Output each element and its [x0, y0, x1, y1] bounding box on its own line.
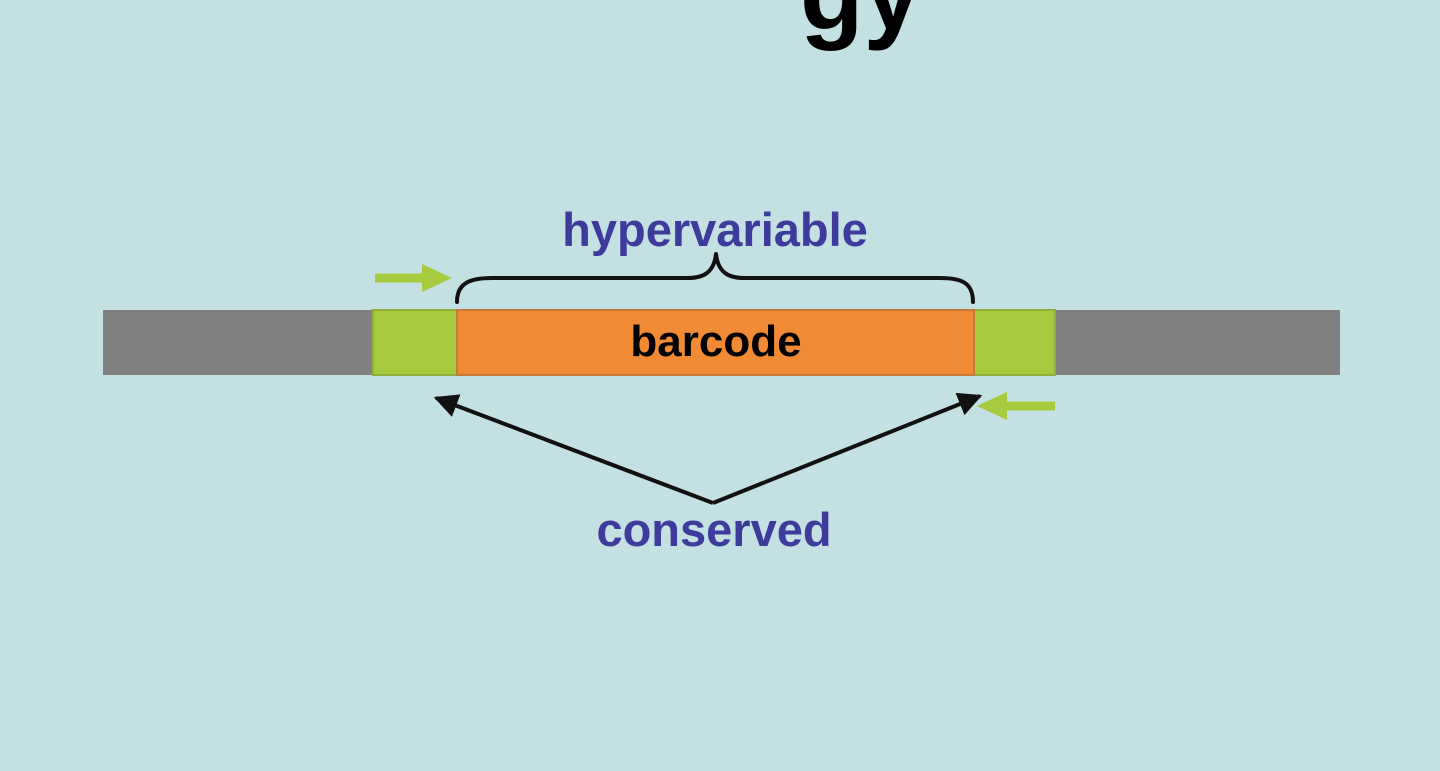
slide-title-fragment: gy — [800, 0, 921, 46]
conserved-left-region — [372, 309, 459, 376]
barcode-label: barcode — [630, 317, 802, 366]
flank-left-region — [103, 310, 375, 375]
conserved-pointer-right — [712, 392, 983, 505]
hypervariable-label: hypervariable — [562, 203, 868, 256]
flank-right-region — [1053, 310, 1340, 375]
forward-primer-arrow — [375, 264, 452, 292]
conserved-pointer-left — [433, 394, 714, 505]
barcode-region — [456, 309, 975, 376]
hypervariable-brace — [455, 252, 975, 304]
reverse-primer-arrow — [977, 392, 1055, 420]
conserved-right-region — [973, 309, 1056, 376]
conserved-label: conserved — [596, 503, 832, 556]
